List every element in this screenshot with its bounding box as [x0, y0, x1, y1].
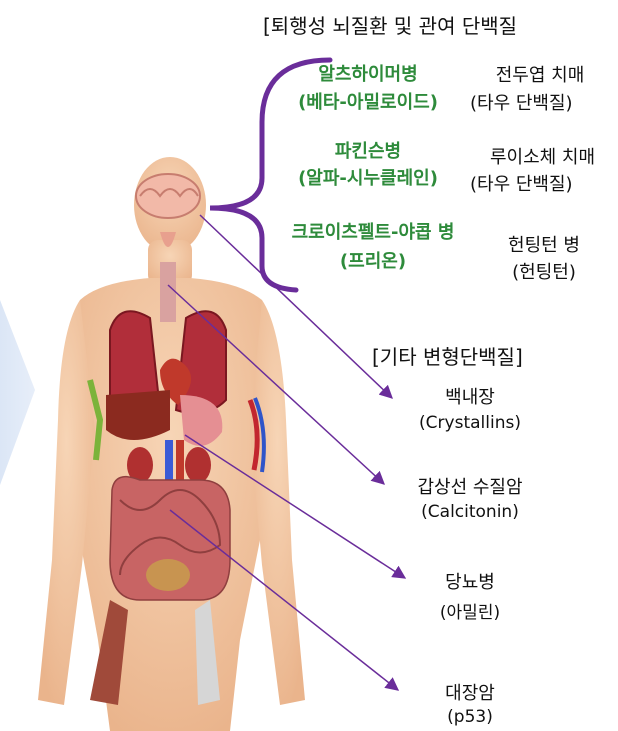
desc-2-line1: 루이소체 치매	[470, 143, 615, 169]
brain-shape	[136, 174, 200, 218]
other-name-1: 백내장	[400, 383, 540, 409]
disease-name-2: 파킨슨병	[283, 137, 453, 163]
other-name-2: 갑상선 수질암	[395, 473, 545, 499]
liver	[106, 390, 170, 440]
desc-1-line2: (타우 단백질)	[470, 89, 573, 115]
other-name-3: 당뇨병	[420, 568, 520, 594]
bladder	[146, 559, 190, 591]
other-protein-2: (Calcitonin)	[395, 502, 545, 522]
disease-protein-1: (베타-아밀로이드)	[280, 88, 456, 114]
chevron-shape	[0, 300, 35, 485]
disease-name-1: 알츠하이머병	[283, 60, 453, 86]
disease-protein-3: (프리온)	[262, 247, 484, 273]
disease-protein-2: (알파-시누클레인)	[277, 164, 459, 190]
desc-3-line2: (헌팅턴)	[488, 258, 600, 284]
disease-name-3: 크로이츠펠트-야콥 병	[262, 218, 484, 244]
other-header: [기타 변형단백질]	[372, 341, 523, 370]
right-kidney	[185, 447, 211, 483]
desc-2-line2: (타우 단백질)	[470, 170, 573, 196]
desc-3-line1: 헌팅턴 병	[488, 231, 600, 257]
desc-1-line1: 전두엽 치매	[470, 61, 610, 87]
other-protein-3: (아밀린)	[420, 598, 520, 623]
other-protein-1: (Crystallins)	[400, 413, 540, 433]
other-protein-4: (p53)	[420, 707, 520, 727]
other-name-4: 대장암	[420, 679, 520, 705]
neuro-header: [퇴행성 뇌질환 및 관여 단백질	[263, 10, 517, 39]
